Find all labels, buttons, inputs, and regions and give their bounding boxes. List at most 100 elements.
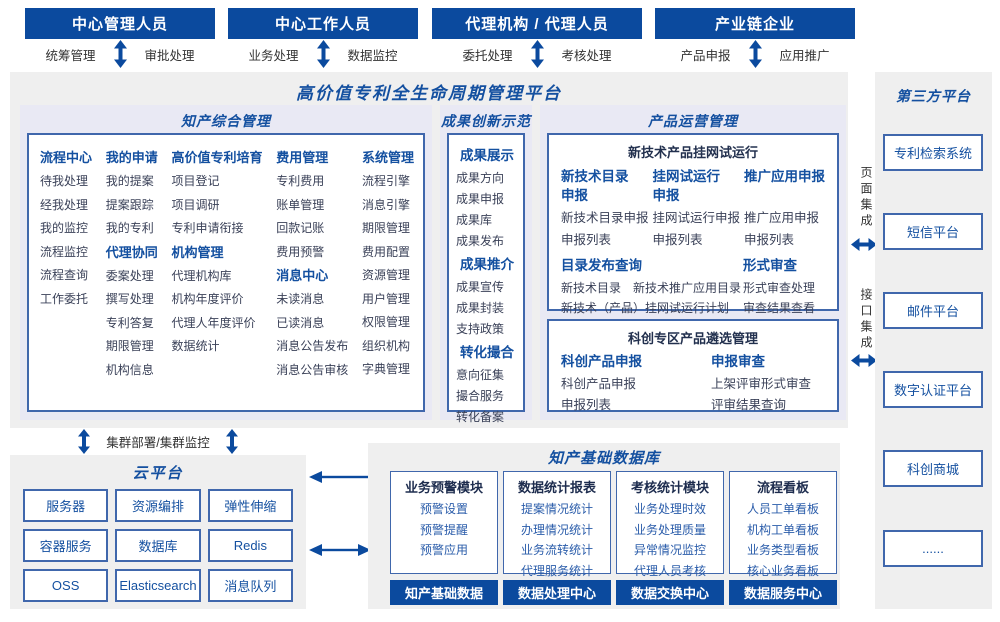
db-footer-bar: 数据处理中心	[503, 580, 611, 605]
menu-item: 机构工单看板	[746, 522, 819, 537]
ip-column: 费用管理 专利费用 账单管理 回款记账 费用预警 消息中心 未读消息 已读消息 …	[276, 146, 348, 382]
role-header-center-staff: 中心工作人员	[228, 8, 418, 39]
vertical-double-arrow-icon	[78, 428, 91, 454]
catalog-query-group: 目录发布查询 新技术目录 新技术推广应用目录 新技术（产品）挂网试运行计划	[561, 254, 743, 318]
group-title: 系统管理	[361, 150, 414, 165]
menu-item: 提案跟踪	[105, 197, 154, 212]
menu-item: 项目调研	[171, 197, 220, 212]
menu-item: 工作委托	[40, 291, 89, 306]
platform-title: 高价值专利全生命周期管理平台	[296, 84, 562, 103]
db-footer-bar: 数据服务中心	[729, 580, 837, 605]
menu-item: 期限管理	[361, 221, 410, 235]
menu-item: 消息公告审核	[276, 362, 349, 377]
group-title: 我的申请	[105, 150, 158, 165]
db-footer-bar: 数据交换中心	[616, 580, 724, 605]
vertical-double-arrow-icon	[225, 428, 238, 454]
ip-base-database-section: 知产基础数据库 业务预警模块 预警设置 预警提醒 预警应用 数据统计报表 提案情…	[368, 443, 840, 609]
menu-item: 用户管理	[361, 291, 410, 306]
selection-column: 申报审查 上架评审形式审查 评审结果查询	[711, 350, 811, 416]
group-title: 挂网试运行申报	[652, 169, 721, 203]
section-title: 第三方平台	[896, 88, 971, 104]
menu-item: 已读消息	[276, 315, 325, 330]
cloud-service-box: Elasticsearch	[115, 569, 201, 602]
menu-item: 成果库	[456, 213, 493, 227]
section-title: 产品运营管理	[648, 113, 738, 129]
db-module: 流程看板 人员工单看板 机构工单看板 业务类型看板 核心业务看板	[729, 471, 837, 578]
vertical-double-arrow-icon	[316, 40, 330, 68]
menu-item: 账单管理	[276, 197, 325, 212]
third-party-system-box: ......	[883, 530, 983, 567]
role-header-center-manager: 中心管理人员	[25, 8, 215, 39]
menu-item: 代理机构库	[171, 268, 232, 283]
menu-item: 待我处理	[40, 174, 89, 188]
menu-item: 流程引擎	[361, 174, 410, 188]
group-title: 目录发布查询	[561, 258, 642, 273]
menu-item: 字典管理	[361, 362, 410, 376]
group-title: 费用管理	[276, 150, 329, 165]
menu-item: 预警设置	[419, 502, 468, 516]
trial-run-box: 新技术产品挂网试运行 新技术目录申报 新技术目录申报 申报列表 挂网试运行申报 …	[547, 133, 839, 315]
menu-item: 挂网试运行申报	[652, 211, 741, 225]
menu-item: 代理人年度评价	[171, 315, 256, 330]
role-function-label: 统筹管理	[45, 48, 96, 63]
menu-item: 数据统计	[171, 339, 220, 353]
section-title: 云平台	[132, 465, 184, 482]
menu-item: 专利答复	[105, 315, 154, 330]
role-function-label: 委托处理	[462, 48, 513, 63]
vertical-double-arrow-icon	[748, 40, 762, 68]
ip-column: 系统管理 流程引擎 消息引擎 期限管理 费用配置 资源管理 用户管理 权限管理 …	[362, 146, 414, 382]
menu-item: 意向征集	[456, 368, 505, 382]
db-module: 数据统计报表 提案情况统计 办理情况统计 业务流转统计 代理服务统计	[503, 471, 611, 578]
group-title: 转化撮合	[460, 345, 514, 360]
cloud-service-box: 服务器	[23, 489, 109, 522]
group-title: 申报审查	[711, 354, 765, 369]
role-header-enterprise: 产业链企业	[655, 8, 855, 39]
menu-item: 新技术推广应用目录	[633, 281, 742, 295]
trial-column: 新技术目录申报 新技术目录申报 申报列表	[561, 167, 649, 251]
role-function-label: 考核处理	[561, 48, 612, 63]
db-footer-bar: 知产基础数据	[390, 580, 498, 605]
menu-item: 申报列表	[744, 233, 795, 247]
horizontal-double-arrow-icon	[309, 544, 371, 556]
menu-item: 新技术目录	[561, 281, 622, 295]
group-title: 高价值专利培育	[171, 150, 263, 165]
ip-management-box: 流程中心 待我处理 经我处理 我的监控 流程监控 流程查询 工作委托 我的申请 …	[27, 133, 425, 412]
menu-item: 机构信息	[105, 362, 154, 377]
menu-item: 业务处理质量	[633, 522, 706, 537]
group-title: 消息中心	[276, 268, 329, 283]
menu-item: 异常情况监控	[633, 543, 706, 557]
menu-item: 期限管理	[105, 339, 154, 353]
menu-item: 预警应用	[419, 543, 468, 557]
menu-item: 资源管理	[361, 268, 410, 282]
ip-management-section: 知产综合管理 流程中心 待我处理 经我处理 我的监控 流程监控 流程查询 工作委…	[20, 105, 432, 420]
role-function-label: 产品申报	[680, 48, 731, 63]
group-title: 形式审查	[743, 258, 797, 273]
menu-item: 预警提醒	[419, 522, 468, 537]
db-module: 考核统计模块 业务处理时效 业务处理质量 异常情况监控 代理人员考核	[616, 471, 724, 578]
selection-column: 科创产品申报 科创产品申报 申报列表	[561, 350, 711, 416]
menu-item: 组织机构	[361, 338, 410, 353]
group-title: 流程中心	[40, 150, 93, 165]
section-title: 知产基础数据库	[547, 450, 660, 467]
menu-item: 专利费用	[276, 174, 325, 188]
cloud-platform-section: 云平台 服务器 资源编排 弹性伸缩 容器服务 数据库 Redis OSS Ela…	[10, 455, 306, 609]
menu-item: 人员工单看板	[746, 502, 819, 516]
cloud-service-box: Redis	[207, 529, 293, 562]
menu-item: 新技术（产品）挂网试运行计划	[561, 301, 730, 315]
menu-item: 支持政策	[456, 322, 505, 336]
cluster-row: 集群部署/集群监控	[10, 428, 306, 454]
horizontal-double-arrow-icon	[851, 238, 877, 251]
role-function-label: 审批处理	[144, 48, 195, 63]
menu-item: 上架评审形式审查	[711, 377, 812, 391]
menu-item: 申报列表	[561, 398, 612, 412]
menu-item: 业务处理时效	[633, 502, 706, 516]
menu-item: 申报列表	[652, 233, 703, 247]
role-functions: 业务处理 数据监控	[228, 39, 418, 69]
module-title: 流程看板	[756, 480, 809, 495]
menu-item: 撰写处理	[105, 292, 154, 306]
ip-column: 我的申请 我的提案 提案跟踪 我的专利 代理协同 委案处理 撰写处理 专利答复 …	[106, 146, 158, 382]
menu-item: 审查结果查看	[743, 301, 816, 315]
menu-item: 我的监控	[40, 221, 89, 235]
db-module: 业务预警模块 预警设置 预警提醒 预警应用	[390, 471, 498, 574]
module-title: 考核统计模块	[630, 480, 709, 495]
